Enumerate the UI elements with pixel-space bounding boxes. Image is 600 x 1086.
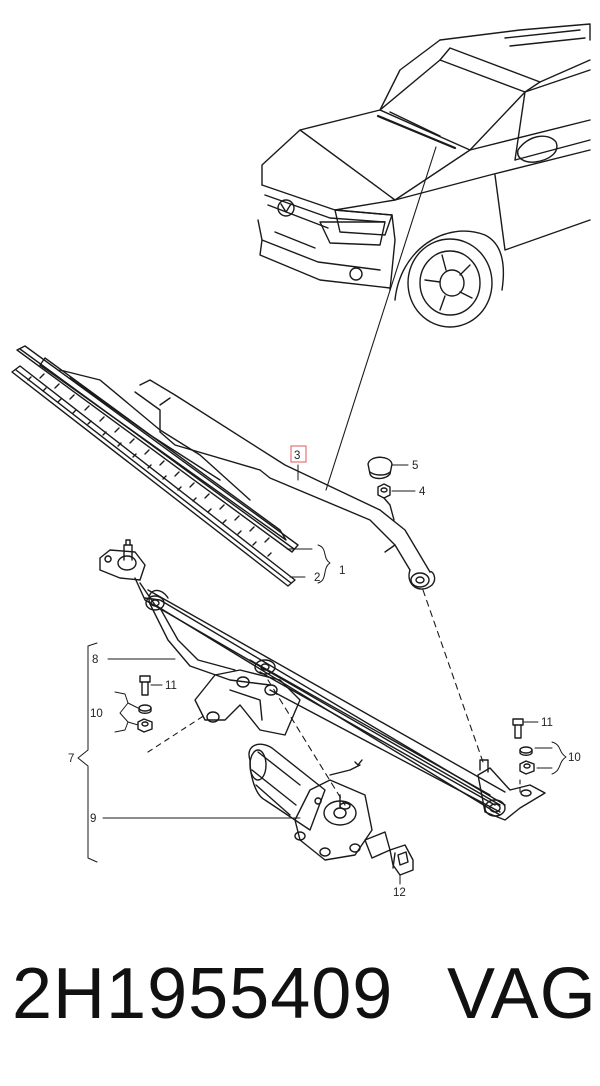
brand-label: VAG [447, 954, 597, 1034]
callout-1: 1 [339, 565, 345, 577]
wiper-motor [248, 743, 391, 861]
wiper-arm [134, 379, 436, 590]
dashed-link-left-bolt [147, 714, 206, 753]
callout-4: 4 [419, 486, 426, 498]
callout-3: 3 [294, 450, 300, 462]
part-number: 2H1955409 [12, 954, 394, 1034]
leader-line-car [325, 146, 437, 491]
left-bolt-set [137, 675, 153, 733]
dashed-link-motor [267, 679, 346, 806]
callout-11-left: 11 [165, 680, 177, 692]
cap [367, 456, 393, 480]
connector-plug [389, 844, 414, 876]
dashed-link-arm [422, 589, 485, 766]
callout-7: 7 [68, 753, 74, 765]
callout-5: 5 [412, 460, 418, 472]
callout-9: 9 [90, 813, 96, 825]
vehicle-illustration [257, 23, 591, 328]
highlight-box [290, 445, 307, 463]
wiper-linkage [99, 539, 546, 821]
callout-12: 12 [393, 887, 406, 899]
callout-10-left: 10 [90, 708, 103, 720]
hex-nut [377, 483, 395, 521]
callout-2: 2 [314, 572, 320, 584]
wiper-blade [11, 345, 299, 587]
callout-11-right: 11 [541, 717, 553, 729]
callout-leaders [77, 464, 567, 885]
right-bolt-set [512, 718, 535, 775]
callout-10-right: 10 [568, 752, 581, 764]
callout-8: 8 [92, 654, 98, 666]
